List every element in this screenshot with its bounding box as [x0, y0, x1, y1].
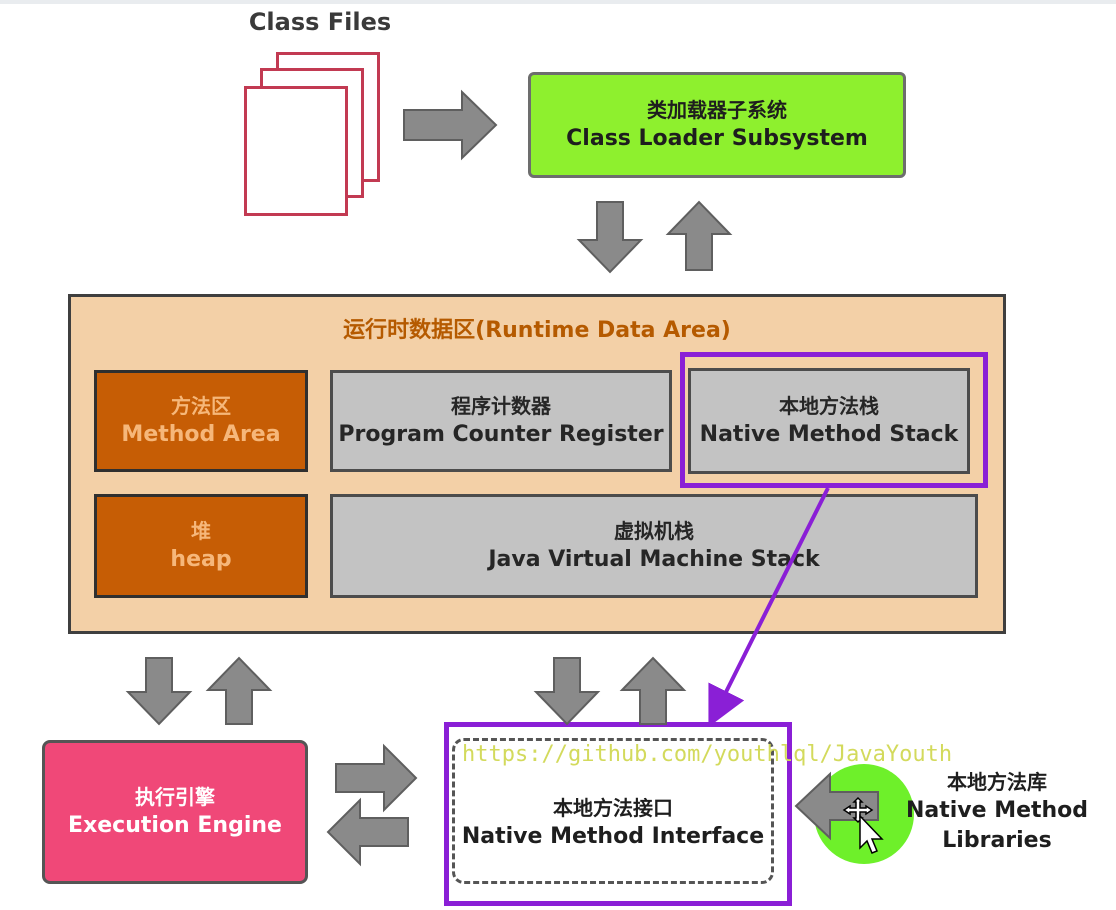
arrow-left-nmi-to-engine	[326, 797, 409, 867]
jvm-stack-box: 虚拟机栈 Java Virtual Machine Stack	[330, 494, 978, 598]
heap-box: 堆 heap	[94, 494, 308, 598]
class-files-label: Class Files	[248, 8, 392, 36]
watermark-url: https://github.com/youthlql/JavaYouth	[462, 742, 953, 767]
arrow-right-files-to-loader	[403, 89, 498, 161]
arrow-up-engine-to-rda	[205, 656, 273, 725]
native-method-libraries-zh: 本地方法库	[947, 770, 1047, 794]
execution-engine-zh: 执行引擎	[135, 785, 215, 809]
arrow-down-rda-to-engine	[125, 657, 193, 726]
native-method-stack-box: 本地方法栈 Native Method Stack	[688, 368, 970, 474]
jvm-stack-zh: 虚拟机栈	[614, 519, 694, 543]
native-method-interface-zh: 本地方法接口	[553, 796, 673, 820]
heap-en: heap	[170, 547, 232, 572]
arrow-down-rda-to-nmi	[533, 657, 601, 726]
native-method-stack-highlight	[680, 352, 988, 488]
pc-register-box: 程序计数器 Program Counter Register	[330, 370, 672, 472]
arrow-up-nmi-to-rda	[619, 656, 687, 725]
native-method-stack-en: Native Method Stack	[699, 422, 959, 447]
execution-engine-en: Execution Engine	[68, 813, 282, 838]
class-loader-subsystem: 类加载器子系统 Class Loader Subsystem	[528, 72, 906, 178]
arrow-down-loader-to-rda	[576, 201, 644, 274]
class-file-page-front	[244, 86, 348, 216]
jvm-stack-en: Java Virtual Machine Stack	[488, 547, 820, 572]
heap-zh: 堆	[191, 519, 211, 543]
mouse-cursor-icon	[842, 796, 884, 854]
top-border	[0, 0, 1116, 4]
pc-register-zh: 程序计数器	[451, 394, 551, 418]
class-loader-zh: 类加载器子系统	[647, 98, 787, 122]
method-area-box: 方法区 Method Area	[94, 370, 308, 472]
native-method-libraries-en-line2: Libraries	[942, 828, 1052, 853]
native-method-interface-box: 本地方法接口 Native Method Interface	[452, 738, 774, 884]
method-area-zh: 方法区	[171, 394, 231, 418]
native-method-libraries-en-line1: Native Method	[905, 798, 1089, 823]
runtime-data-area-title: 运行时数据区(Runtime Data Area)	[343, 318, 731, 343]
native-method-interface-highlight	[444, 722, 792, 906]
native-method-libraries-label: 本地方法库 Native Method Libraries	[892, 768, 1102, 856]
pc-register-en: Program Counter Register	[338, 422, 664, 447]
execution-engine-box: 执行引擎 Execution Engine	[42, 740, 308, 884]
arrow-right-engine-to-nmi	[335, 743, 418, 813]
method-area-en: Method Area	[121, 422, 281, 447]
native-method-stack-zh: 本地方法栈	[779, 394, 879, 418]
native-method-interface-en: Native Method Interface	[461, 824, 765, 849]
arrow-up-rda-to-loader	[665, 200, 733, 271]
class-loader-en: Class Loader Subsystem	[566, 126, 868, 151]
